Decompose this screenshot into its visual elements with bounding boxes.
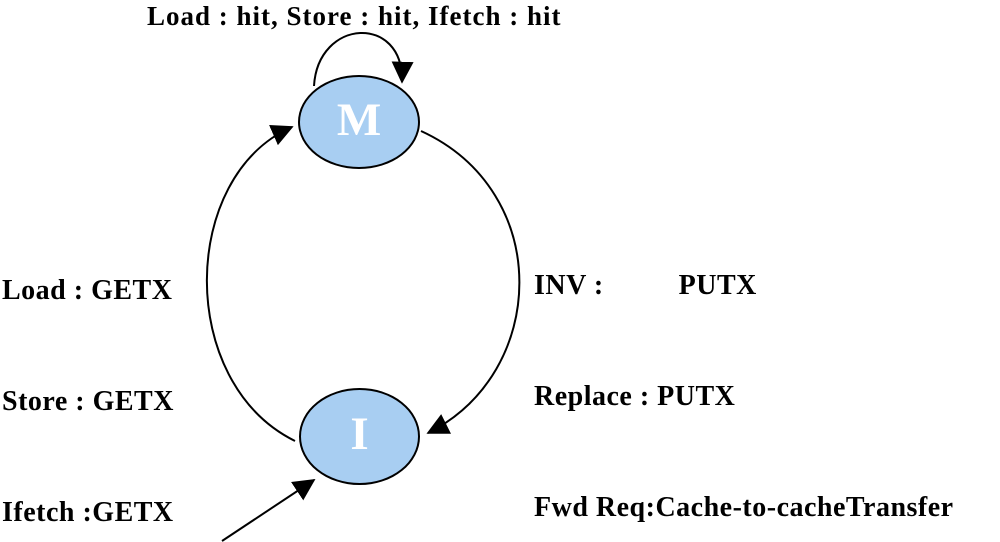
m-to-i-label-line-1: INV : PUTX bbox=[534, 270, 757, 301]
m-to-i-label-line-3: Fwd Req:Cache-to-cacheTransfer bbox=[534, 492, 954, 523]
i-to-m-transition-label: Load : GETX Store : GETX Ifetch :GETX bbox=[2, 198, 174, 542]
state-label-i: I bbox=[350, 408, 369, 460]
state-label-m: M bbox=[336, 93, 382, 146]
initial-state-arrow bbox=[221, 479, 316, 542]
m-to-i-transition-label: INV : PUTX Replace : PUTX Fwd Req:Cache-… bbox=[534, 193, 954, 542]
i-to-m-label-line-1: Load : GETX bbox=[2, 275, 173, 306]
i-to-m-label-line-3: Ifetch :GETX bbox=[2, 497, 174, 528]
state-node-m: M bbox=[298, 75, 420, 169]
arrow-i-to-m bbox=[205, 125, 296, 442]
self-loop-arrow-m bbox=[313, 32, 414, 87]
i-to-m-label-line-2: Store : GETX bbox=[2, 386, 174, 417]
self-loop-transition-label: Load : hit, Store : hit, Ifetch : hit bbox=[147, 1, 562, 31]
state-node-i: I bbox=[299, 388, 420, 485]
m-to-i-label-line-2: Replace : PUTX bbox=[534, 381, 736, 412]
arrow-m-to-i bbox=[420, 130, 521, 434]
